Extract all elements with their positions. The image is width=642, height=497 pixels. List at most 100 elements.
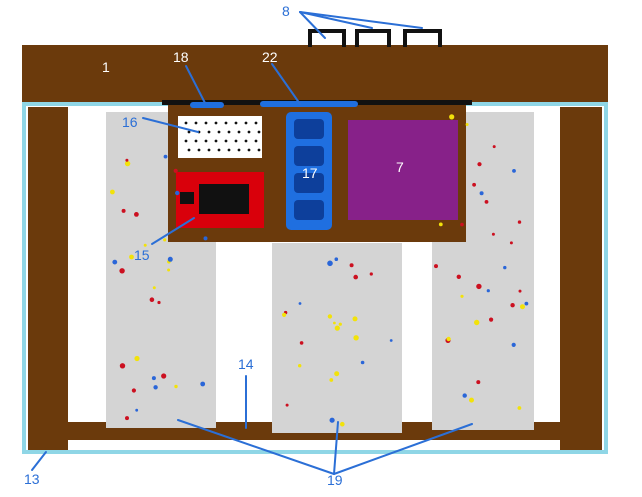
grid-dot	[257, 130, 261, 134]
speckle-dot	[110, 189, 115, 195]
speckle-dot	[509, 241, 513, 245]
red-unit-display	[199, 184, 249, 214]
speckle-dot	[135, 408, 139, 412]
speckle-dot	[149, 297, 155, 303]
grid-dot	[237, 148, 241, 152]
grid-dot	[254, 139, 258, 143]
speckle-dot	[134, 212, 139, 217]
speckle-dot	[476, 283, 482, 290]
speckle-dot	[134, 355, 140, 362]
speckle-dot	[329, 417, 335, 423]
speckle-dot	[474, 319, 480, 326]
top-board	[22, 45, 608, 107]
label-7: 7	[396, 159, 404, 175]
leader-19-b	[333, 421, 339, 475]
grid-dot	[204, 121, 208, 125]
speckle-dot	[353, 274, 359, 280]
grid-dot	[197, 148, 201, 152]
grid-dot	[247, 148, 251, 152]
leader-8-c	[299, 11, 423, 29]
leader-8-a	[299, 11, 326, 39]
grid-dot	[244, 121, 248, 125]
leader-13	[31, 451, 47, 471]
speckle-dot	[200, 381, 206, 387]
speckle-dot	[352, 316, 358, 322]
speckle-dot	[491, 232, 495, 236]
grid-dot	[214, 139, 218, 143]
grid-dot	[217, 130, 221, 134]
grid-dot	[207, 130, 211, 134]
speckle-dot	[449, 114, 455, 120]
handle-1	[308, 29, 346, 47]
speckle-dot	[465, 123, 469, 126]
blue-column-cell-4	[294, 200, 324, 220]
grid-dot	[254, 121, 258, 125]
grid-dot	[214, 121, 218, 125]
grid-dot	[224, 139, 228, 143]
speckle-dot	[476, 380, 481, 385]
speckle-dot	[125, 158, 129, 162]
label-19: 19	[327, 472, 343, 488]
dotted-panel-dots	[184, 121, 261, 152]
speckle-dot	[174, 384, 178, 389]
speckle-dot	[349, 263, 354, 268]
speckle-dot	[333, 321, 336, 325]
speckle-dot	[518, 289, 522, 293]
speckle-dot	[151, 376, 156, 381]
speckle-dot	[112, 259, 118, 265]
speckle-dot	[360, 360, 365, 365]
speckle-dot	[434, 264, 438, 269]
grid-dot	[237, 130, 241, 134]
grid-dot	[207, 148, 211, 152]
speckle-dot	[334, 371, 340, 377]
speckle-dot	[119, 268, 125, 274]
grid-dot	[247, 130, 251, 134]
leader-8-b	[299, 11, 373, 29]
leader-18	[185, 65, 206, 104]
speckle-dot	[511, 342, 516, 347]
blue-column-cell-2	[294, 146, 324, 166]
grid-dot	[194, 139, 198, 143]
handle-3	[403, 29, 442, 47]
speckle-dot	[131, 388, 136, 393]
label-13: 13	[24, 471, 40, 487]
speckle-dot	[389, 339, 393, 342]
grid-dot	[257, 148, 261, 152]
leader-16	[142, 117, 199, 133]
speckle-dot	[121, 208, 126, 213]
grid-dot	[227, 148, 231, 152]
speckle-dot	[299, 341, 304, 345]
speckle-dot	[298, 364, 302, 368]
speckle-dot	[173, 168, 178, 173]
speckle-dot	[129, 254, 134, 260]
grid-dot	[194, 121, 198, 125]
leader-19-a	[177, 419, 335, 475]
speckle-dot	[503, 265, 507, 270]
grid-dot	[187, 148, 191, 152]
speckle-dot	[334, 325, 340, 331]
right-post	[560, 107, 602, 450]
leader-22	[271, 63, 301, 105]
leader-15	[151, 217, 195, 245]
speckle-dot	[462, 393, 467, 398]
grid-dot	[184, 121, 188, 125]
speckle-dot	[517, 406, 522, 410]
speckle-dot	[517, 220, 522, 224]
label-8: 8	[282, 3, 290, 19]
label-22: 22	[262, 49, 278, 65]
label-18: 18	[173, 49, 189, 65]
speckle-dot	[153, 385, 158, 390]
speckle-dot	[353, 335, 359, 341]
speckle-dot	[167, 256, 173, 262]
blue-strip-22	[260, 101, 358, 107]
blue-column-cell-1	[294, 119, 324, 139]
dotted-panel	[178, 116, 262, 158]
red-unit-small-block	[180, 192, 194, 204]
grid-dot	[204, 139, 208, 143]
leader-19-c	[333, 423, 473, 475]
speckle-dot	[492, 145, 496, 149]
speckle-dot	[143, 243, 147, 247]
grid-dot	[244, 139, 248, 143]
leader-lines	[31, 11, 473, 475]
speckle-dot	[489, 317, 494, 322]
